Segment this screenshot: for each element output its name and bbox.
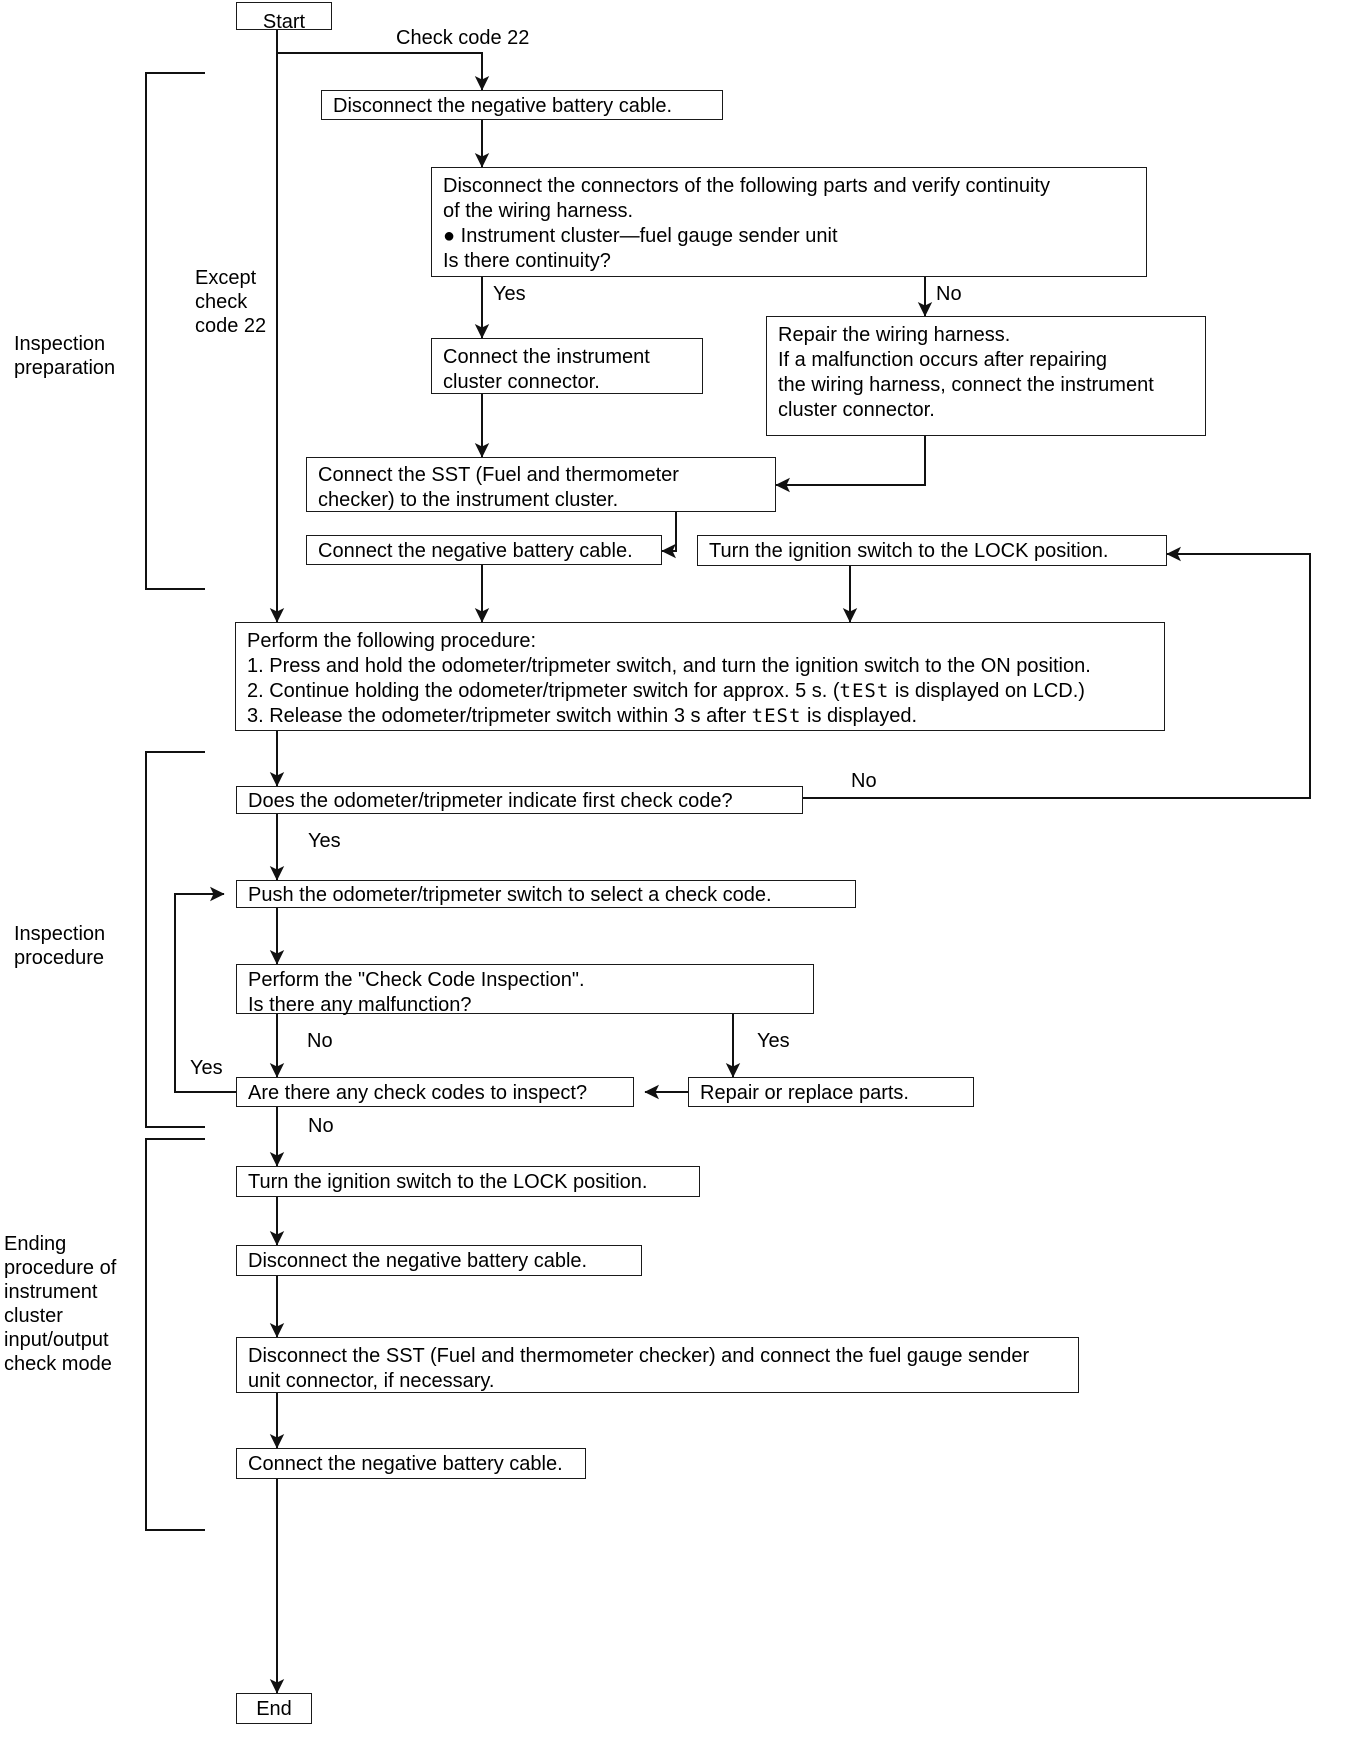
edge-label-first-code-no: No [851, 770, 877, 792]
node-disconnect-negative-battery-cable-2[interactable]: Disconnect the negative battery cable. [236, 1245, 642, 1276]
node-connect-negative-battery-cable-1[interactable]: Connect the negative battery cable. [306, 535, 662, 565]
node-push-switch-select-check-code[interactable]: Push the odometer/tripmeter switch to se… [236, 880, 856, 908]
node-check-code-inspection[interactable]: Perform the "Check Code Inspection". Is … [236, 964, 814, 1016]
edge-label-continuity-yes: Yes [493, 283, 526, 305]
edge-label-first-code-yes: Yes [308, 830, 341, 852]
edge-label-malfunction-no: No [307, 1030, 333, 1052]
section-label-ending-procedure: Ending procedure of instrument cluster i… [4, 1233, 117, 1375]
perform-procedure-line-4: 3. Release the odometer/tripmeter switch… [247, 704, 1154, 729]
section-label-inspection-preparation: Inspection preparation [14, 333, 116, 379]
edge-label-continuity-no: No [936, 283, 962, 305]
procedure-line3-part-a: 2. Continue holding the odometer/tripmet… [247, 680, 840, 702]
perform-procedure-line-3: 2. Continue holding the odometer/tripmet… [247, 679, 1154, 704]
section-label-inspection-procedure: Inspection procedure [14, 923, 106, 969]
lcd-test-text-1: tESt [839, 680, 890, 702]
node-connect-negative-battery-cable-2[interactable]: Connect the negative battery cable. [236, 1448, 586, 1479]
node-perform-procedure[interactable]: Perform the following procedure: 1. Pres… [235, 622, 1165, 731]
section-label-except-check-code-22: Except check code 22 [195, 267, 267, 337]
node-turn-ignition-lock-1[interactable]: Turn the ignition switch to the LOCK pos… [697, 535, 1167, 566]
edge-label-malfunction-yes: Yes [757, 1030, 790, 1052]
node-repair-wiring-harness[interactable]: Repair the wiring harness. If a malfunct… [766, 316, 1206, 436]
perform-procedure-line-2: 1. Press and hold the odometer/tripmeter… [247, 655, 1091, 677]
procedure-line4-part-a: 3. Release the odometer/tripmeter switch… [247, 705, 752, 727]
node-disconnect-negative-battery-cable-1[interactable]: Disconnect the negative battery cable. [321, 90, 723, 120]
node-verify-continuity[interactable]: Disconnect the connectors of the followi… [431, 167, 1147, 277]
node-connect-instrument-cluster-connector[interactable]: Connect the instrument cluster connector… [431, 338, 703, 394]
node-connect-sst[interactable]: Connect the SST (Fuel and thermometer ch… [306, 457, 776, 512]
perform-procedure-line-1: Perform the following procedure: [247, 630, 537, 652]
edge-label-check-code-22: Check code 22 [396, 27, 530, 49]
node-disconnect-sst[interactable]: Disconnect the SST (Fuel and thermometer… [236, 1337, 1079, 1393]
node-start[interactable]: Start [236, 2, 332, 33]
node-any-check-codes-to-inspect[interactable]: Are there any check codes to inspect? [236, 1077, 634, 1107]
node-turn-ignition-lock-2[interactable]: Turn the ignition switch to the LOCK pos… [236, 1166, 700, 1197]
edge-label-codes-no: No [308, 1115, 334, 1137]
node-end[interactable]: End [236, 1693, 312, 1724]
lcd-test-text-2: tESt [751, 705, 802, 727]
node-repair-or-replace-parts[interactable]: Repair or replace parts. [688, 1077, 974, 1107]
procedure-line4-part-b: is displayed. [801, 705, 918, 727]
procedure-line3-part-b: is displayed on LCD.) [889, 680, 1085, 702]
node-indicate-first-check-code[interactable]: Does the odometer/tripmeter indicate fir… [236, 786, 803, 814]
edge-label-codes-loop-yes: Yes [190, 1057, 223, 1079]
